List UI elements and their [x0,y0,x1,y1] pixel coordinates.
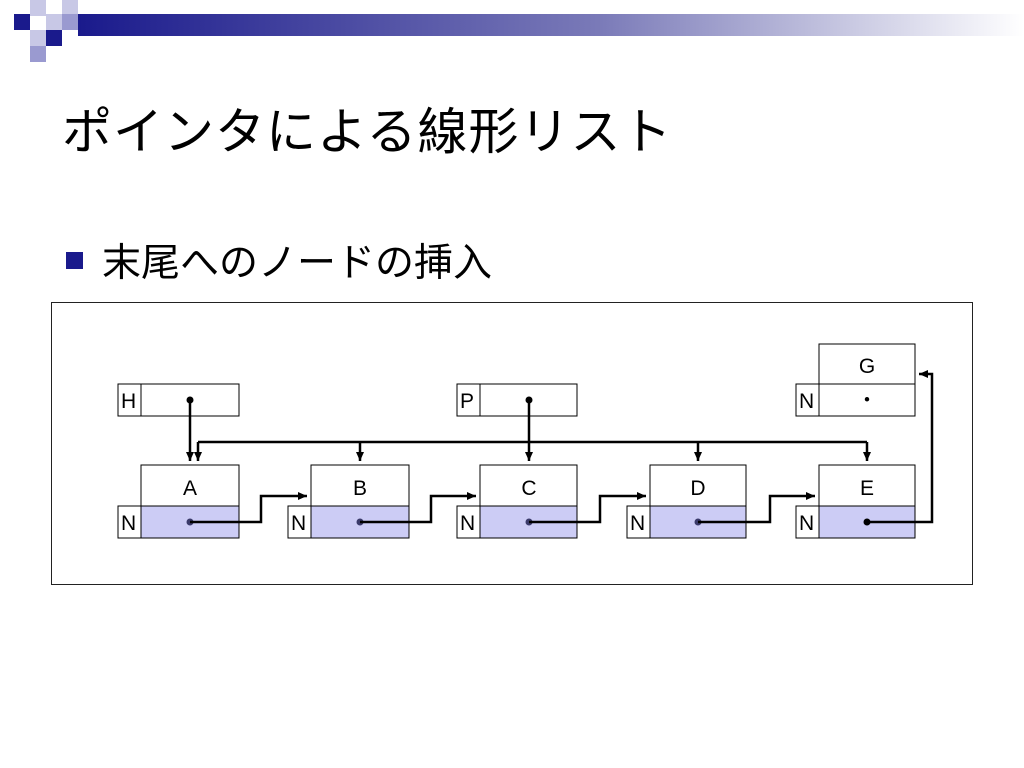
node-data-label: D [690,477,705,500]
link-arrow-e-g [867,370,934,524]
node-next-label: N [630,512,645,535]
link-arrow-b-c [360,492,476,524]
node-next-label: N [799,390,814,413]
pointer-var-p: P [456,383,578,417]
null-pointer-mark: ・ [857,389,878,412]
node-next-label: N [291,512,306,535]
node-data-label: C [521,477,536,500]
node-next-label: N [121,512,136,535]
list-node-d: D N [626,464,747,539]
node-data-label: A [183,477,197,500]
bullet-square-icon [66,252,83,269]
link-arrow-c-d [529,492,646,524]
node-data-label: B [353,477,367,500]
link-arrow-a-b [190,492,307,524]
list-node-a: A N [117,464,240,539]
new-node-g: G N ・ [795,343,916,417]
link-arrow-d-e [698,492,815,524]
pointer-var-label: P [460,390,474,413]
bullet-text: 末尾へのノードの挿入 [102,241,493,286]
pointer-var-h: H [117,383,240,417]
node-next-label: N [460,512,475,535]
node-next-label: N [799,512,814,535]
node-data-label: G [859,355,875,378]
traversal-pointer-arrows [194,400,871,461]
node-data-label: E [860,477,874,500]
list-node-b: B N [287,464,410,539]
page-title: ポインタによる線形リスト [62,103,673,161]
list-node-c: C N [456,464,578,539]
linked-list-diagram: H P G N ・ A N B [51,302,973,585]
pointer-var-label: H [121,390,136,413]
list-node-e: E N [795,464,916,539]
header-decoration [14,0,1024,62]
